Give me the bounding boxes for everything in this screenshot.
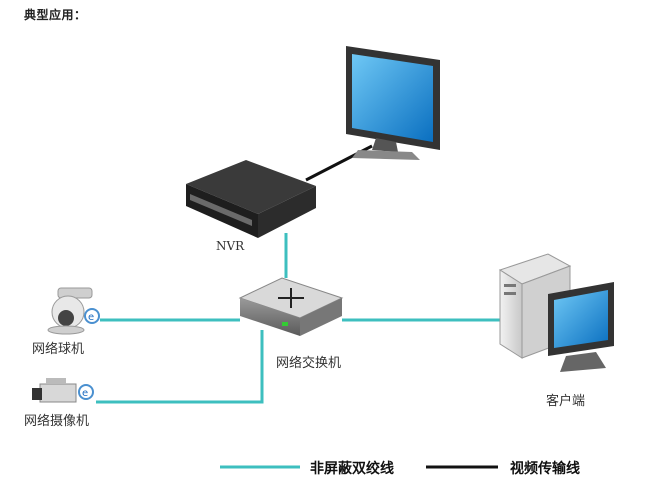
dome-camera-label: 网络球机	[32, 342, 85, 357]
box-camera-icon	[32, 378, 77, 403]
client-label: 客户端	[546, 394, 586, 409]
nvr-icon	[186, 160, 316, 238]
ie-icon: e	[84, 308, 100, 324]
nvr-label: NVR	[216, 239, 245, 253]
legend-video-cable: 视频传输线	[510, 461, 580, 477]
switch-icon	[238, 277, 344, 336]
switch-label: 网络交换机	[276, 356, 342, 371]
box-camera-label: 网络摄像机	[24, 414, 90, 429]
page-heading: 典型应用：	[24, 8, 87, 22]
pc-icon	[498, 253, 614, 372]
ie-icon: e	[78, 384, 94, 400]
dome-camera-icon	[47, 287, 93, 335]
svg-text:e: e	[82, 388, 88, 399]
svg-text:e: e	[88, 312, 94, 323]
network-line-box-switch	[96, 330, 264, 404]
monitor-icon	[346, 46, 440, 160]
legend-shielded-twisted-pair: 非屏蔽双绞线	[310, 461, 394, 477]
